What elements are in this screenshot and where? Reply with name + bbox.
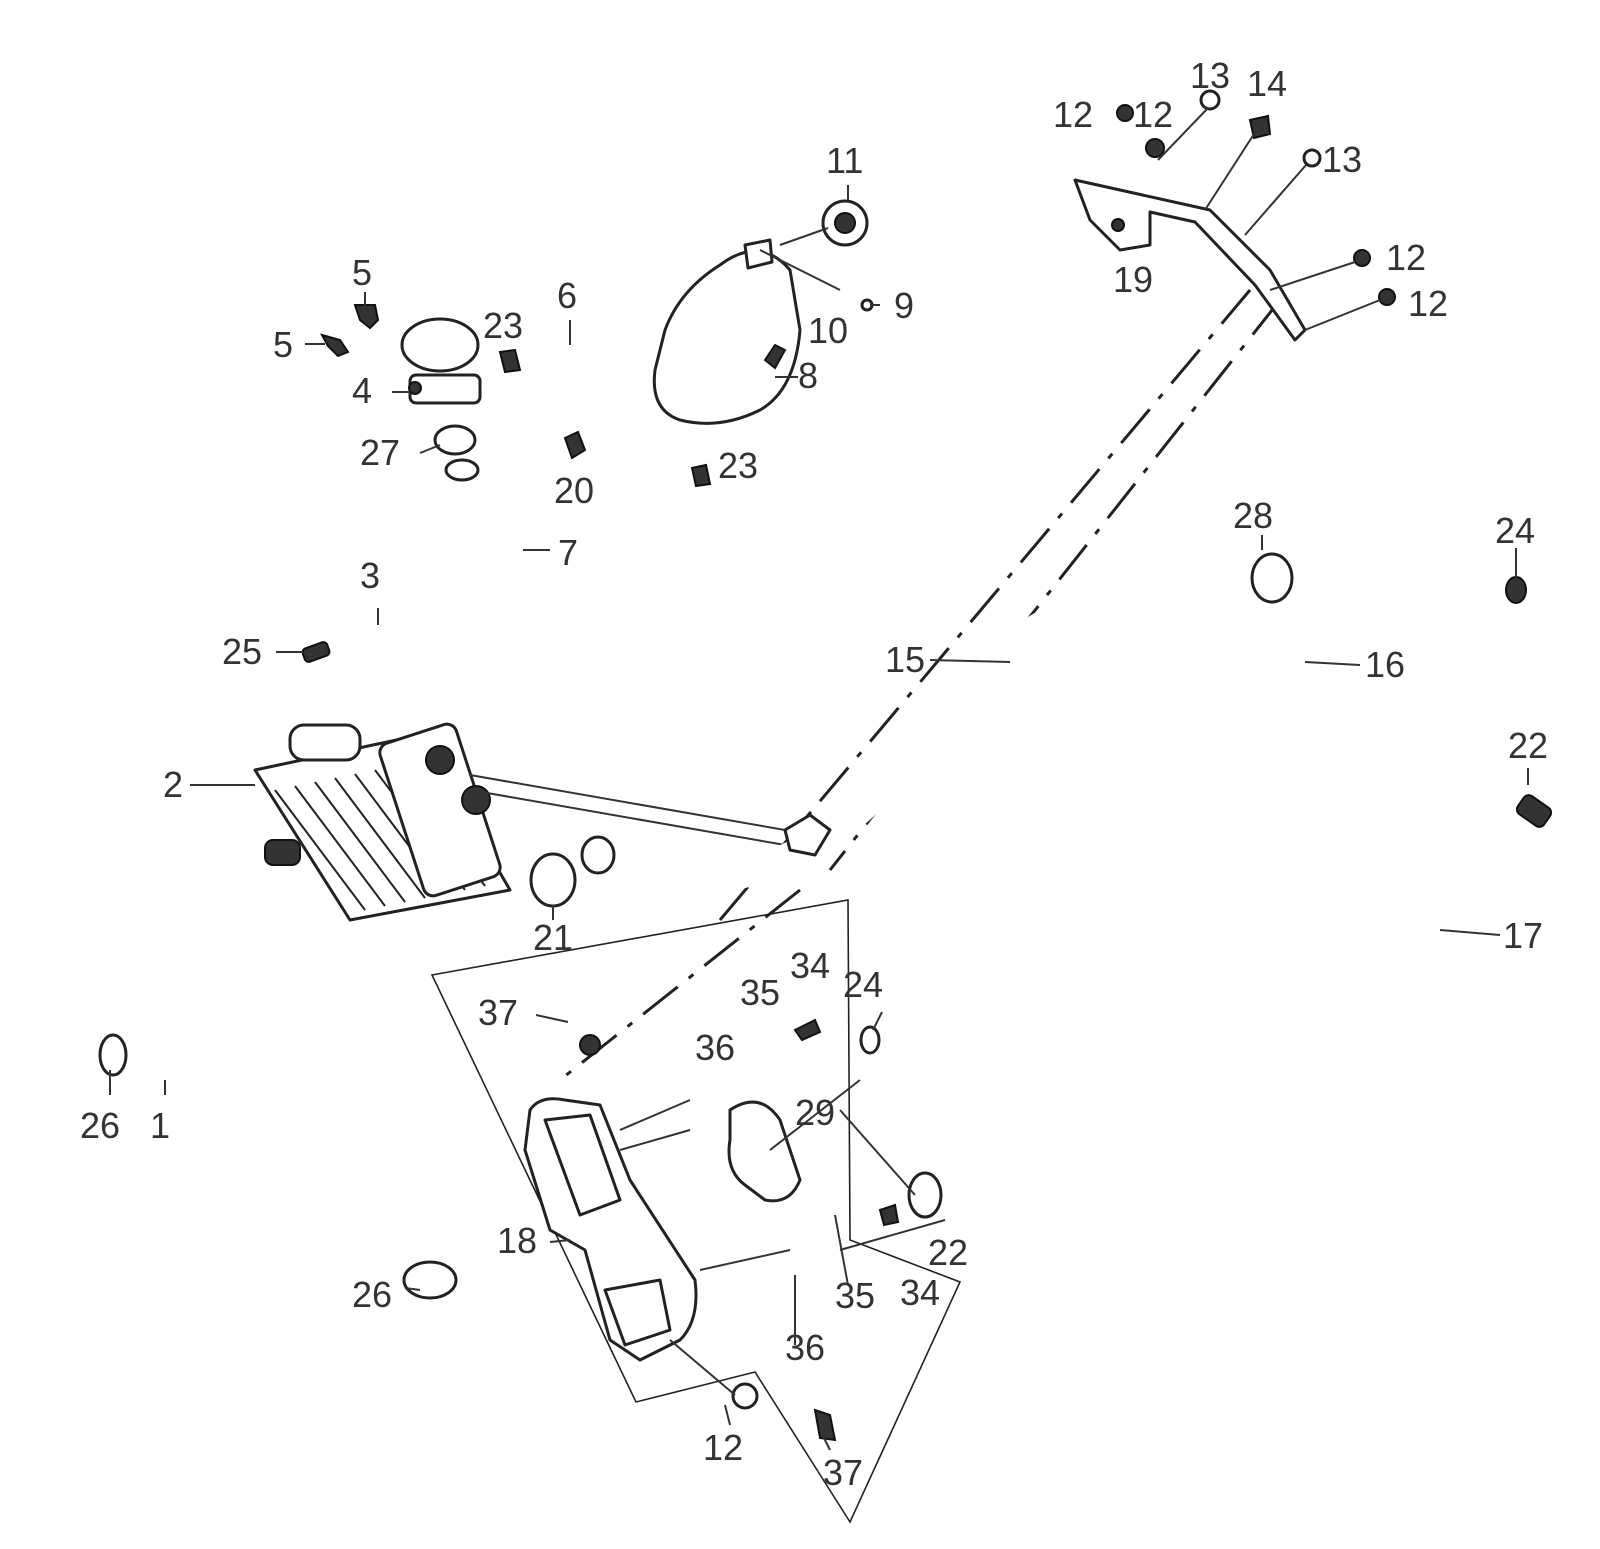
callout-20: 20 [554, 470, 594, 511]
callout-35-bottom: 35 [835, 1275, 875, 1316]
callout-7: 7 [558, 532, 578, 573]
callout-3: 3 [360, 555, 380, 596]
callout-24-right: 24 [1495, 510, 1535, 551]
callout-28: 28 [1233, 495, 1273, 536]
hose-1 [98, 1033, 458, 1300]
callout-25: 25 [222, 631, 262, 672]
callout-leaders [109, 185, 1529, 1451]
callout-9: 9 [894, 285, 914, 326]
callout-12-right-lower: 12 [1408, 283, 1448, 324]
callout-23-right: 23 [718, 445, 758, 486]
thermostat-housing [523, 1018, 946, 1442]
callout-36-top: 36 [695, 1027, 735, 1068]
radiator [253, 668, 786, 922]
filler-neck [400, 317, 482, 482]
hose-17 [944, 794, 1553, 1277]
hose-7 [506, 460, 553, 728]
callout-15: 15 [885, 639, 925, 680]
callout-35-top: 35 [740, 972, 780, 1013]
callout-24-center: 24 [843, 964, 883, 1005]
hose-15 [580, 566, 1234, 899]
callout-34-top: 34 [790, 945, 830, 986]
callout-labels: 1 2 3 4 5 5 6 7 8 9 10 11 12 12 12 12 12… [80, 55, 1548, 1493]
callout-1: 1 [150, 1105, 170, 1146]
callout-22-bottom: 22 [928, 1232, 968, 1273]
callout-22-right: 22 [1508, 725, 1548, 766]
callout-13-right: 13 [1322, 139, 1362, 180]
callout-37-bottom: 37 [823, 1452, 863, 1493]
callout-12-top-left: 12 [1053, 94, 1093, 135]
callout-23-top: 23 [483, 305, 523, 346]
callout-37-top: 37 [478, 992, 518, 1033]
thermostat-assembly-frame [430, 899, 962, 1524]
callout-19: 19 [1113, 259, 1153, 300]
hose-16 [891, 534, 1504, 1137]
mounting-bracket [1073, 89, 1396, 342]
callout-4: 4 [352, 370, 372, 411]
callout-21: 21 [533, 917, 573, 958]
callout-6: 6 [557, 275, 577, 316]
callout-8: 8 [798, 355, 818, 396]
callout-14: 14 [1247, 63, 1287, 104]
hose-6 [536, 344, 709, 525]
callout-26-bottom: 26 [352, 1274, 392, 1315]
callout-12-right-upper: 12 [1386, 237, 1426, 278]
callout-18: 18 [497, 1220, 537, 1261]
reservoir-tank [652, 199, 874, 425]
callout-10: 10 [808, 310, 848, 351]
hose-clamps [529, 552, 1527, 1219]
callout-36-bottom: 36 [785, 1327, 825, 1368]
callout-13-top: 13 [1190, 55, 1230, 96]
callout-11: 11 [826, 140, 863, 181]
hose-3 [288, 458, 486, 692]
callout-34-bottom: 34 [900, 1272, 940, 1313]
callout-16: 16 [1365, 644, 1405, 685]
callout-12-top: 12 [1133, 94, 1173, 135]
callout-29: 29 [795, 1092, 835, 1133]
fasteners-top-left [301, 304, 712, 663]
callout-12-bottom: 12 [703, 1427, 743, 1468]
callout-5-left: 5 [273, 324, 293, 365]
callout-2: 2 [163, 764, 183, 805]
callout-27: 27 [360, 432, 400, 473]
callout-5-right: 5 [352, 252, 372, 293]
callout-26-left: 26 [80, 1105, 120, 1146]
callout-17: 17 [1503, 915, 1543, 956]
